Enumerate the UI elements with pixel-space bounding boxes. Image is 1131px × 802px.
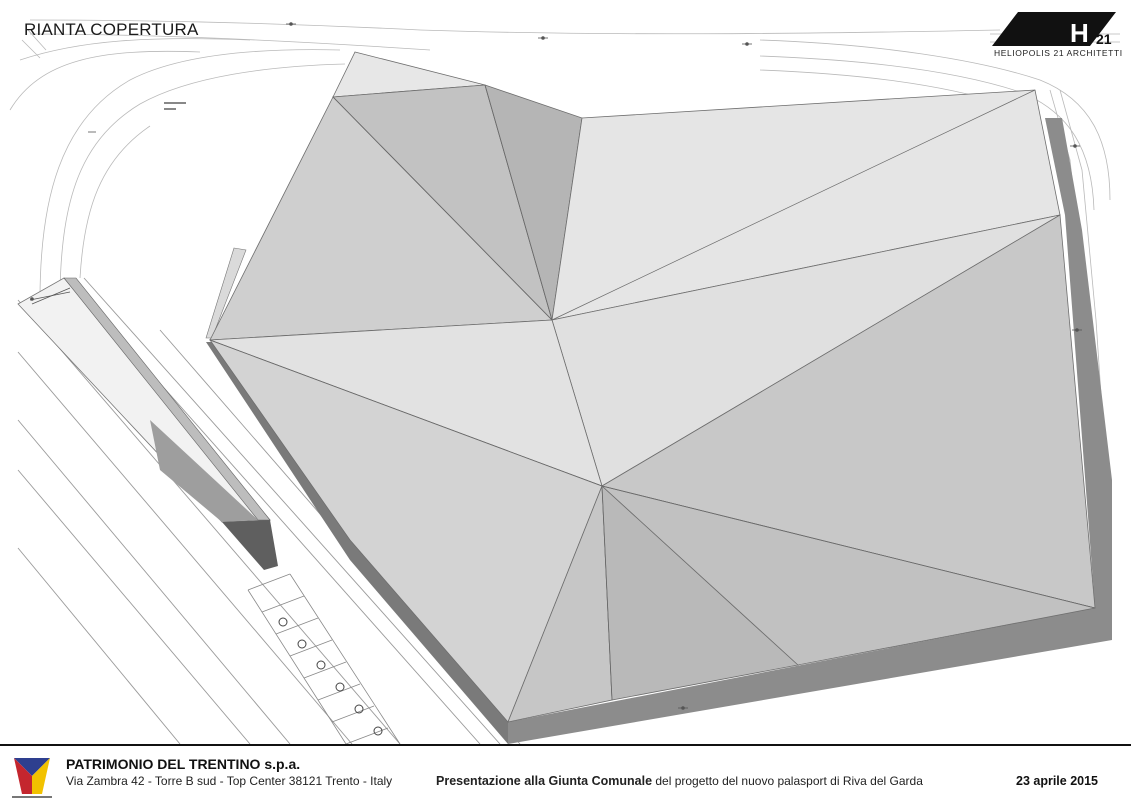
- firm-name: HELIOPOLIS 21 ARCHITETTI: [994, 48, 1123, 58]
- logo-mark: H: [1070, 18, 1089, 48]
- footer: PATRIMONIO DEL TRENTINO s.p.a. Via Zambr…: [0, 744, 1131, 802]
- presentation-title: Presentazione alla Giunta Comunale: [436, 774, 653, 788]
- presentation-date: 23 aprile 2015: [1016, 774, 1099, 788]
- company-address: Via Zambra 42 - Torre B sud - Top Center…: [66, 774, 393, 788]
- dimension-marks: [29, 22, 1082, 710]
- logo-number: 21: [1096, 31, 1112, 47]
- presentation-subtitle: del progetto del nuovo palasport di Riva…: [652, 774, 923, 788]
- parking-stall-icons: [278, 617, 383, 736]
- h21-logo-icon: H 21: [992, 12, 1116, 48]
- roof-facets: [208, 51, 1096, 723]
- patrimonio-trentino-logo-icon: [12, 758, 52, 798]
- company-name: PATRIMONIO DEL TRENTINO s.p.a.: [66, 756, 301, 772]
- roof-fold-lines: [209, 84, 1096, 701]
- parking-stalls: [247, 573, 401, 744]
- drawing-title: RIANTA COPERTURA: [24, 20, 199, 39]
- roof-plan-drawing: [9, 19, 1120, 744]
- presentation-caption: Presentazione alla Giunta Comunale del p…: [436, 774, 923, 788]
- annex-building: [17, 277, 278, 570]
